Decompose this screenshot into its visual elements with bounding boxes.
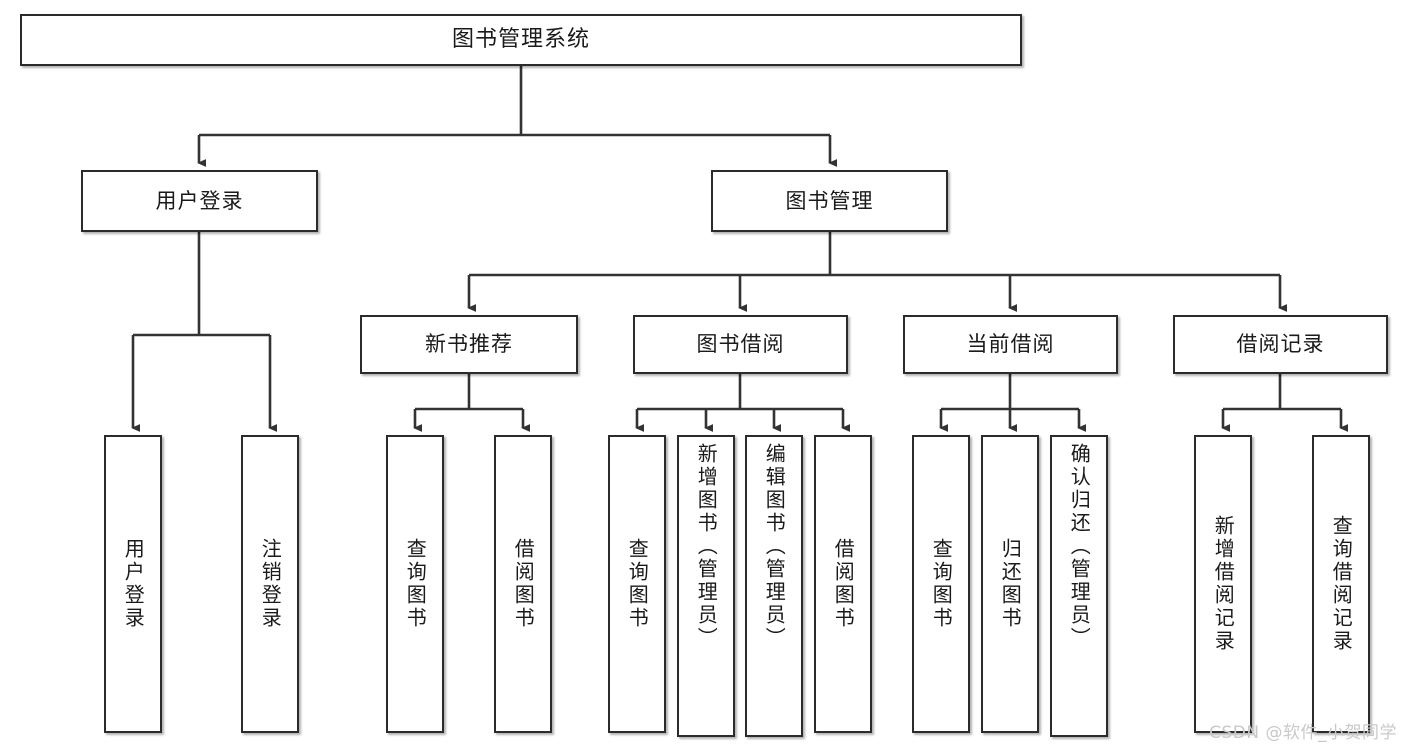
node-borrow-record[interactable]: 借阅记录 — [1173, 315, 1388, 374]
node-leaf-add-borrow-record-label: 新增借阅记录 — [1211, 515, 1236, 653]
node-leaf-logout[interactable]: 注销登录 — [241, 435, 299, 733]
node-user-login[interactable]: 用户登录 — [81, 170, 318, 232]
node-leaf-query-book-1-label: 查询图书 — [403, 538, 428, 630]
node-leaf-query-book-2[interactable]: 查询图书 — [608, 435, 666, 733]
node-leaf-borrow-book-1-label: 借阅图书 — [511, 538, 536, 630]
node-book-manage[interactable]: 图书管理 — [711, 170, 948, 232]
node-leaf-query-book-3-label: 查询图书 — [929, 538, 954, 630]
csdn-watermark: CSDN @软件_小贺同学 — [1209, 723, 1397, 743]
node-leaf-borrow-book-2-label: 借阅图书 — [831, 538, 856, 630]
node-leaf-add-borrow-record[interactable]: 新增借阅记录 — [1194, 435, 1252, 733]
node-new-book-recommend-label: 新书推荐 — [425, 332, 513, 356]
node-leaf-borrow-book-2[interactable]: 借阅图书 — [814, 435, 872, 733]
node-book-manage-label: 图书管理 — [785, 188, 874, 213]
node-book-borrow-label: 图书借阅 — [696, 332, 785, 356]
node-leaf-user-login[interactable]: 用户登录 — [104, 435, 162, 733]
node-leaf-add-book-admin-label: 新增图书（管理员） — [694, 443, 719, 650]
node-leaf-query-book-1[interactable]: 查询图书 — [386, 435, 444, 733]
node-leaf-query-book-2-label: 查询图书 — [625, 538, 650, 630]
node-leaf-borrow-book-1[interactable]: 借阅图书 — [494, 435, 552, 733]
node-leaf-return-book-label: 归还图书 — [998, 538, 1023, 630]
node-leaf-edit-book-admin[interactable]: 编辑图书（管理员） — [745, 435, 803, 737]
node-leaf-confirm-return-admin-label: 确认归还（管理员） — [1067, 443, 1092, 650]
node-leaf-confirm-return-admin[interactable]: 确认归还（管理员） — [1050, 435, 1108, 737]
node-borrow-record-label: 借阅记录 — [1236, 332, 1325, 356]
node-leaf-add-book-admin[interactable]: 新增图书（管理员） — [677, 435, 735, 737]
node-leaf-return-book[interactable]: 归还图书 — [981, 435, 1039, 733]
node-leaf-query-borrow-record[interactable]: 查询借阅记录 — [1312, 435, 1370, 733]
node-leaf-query-borrow-record-label: 查询借阅记录 — [1329, 515, 1354, 653]
node-current-borrow-label: 当前借阅 — [966, 332, 1055, 356]
node-root-label: 图书管理系统 — [451, 27, 590, 52]
node-user-login-label: 用户登录 — [155, 188, 244, 213]
node-leaf-edit-book-admin-label: 编辑图书（管理员） — [762, 443, 787, 650]
node-leaf-logout-label: 注销登录 — [258, 538, 283, 630]
node-leaf-user-login-label: 用户登录 — [121, 538, 146, 630]
node-current-borrow[interactable]: 当前借阅 — [903, 315, 1118, 374]
node-new-book-recommend[interactable]: 新书推荐 — [360, 315, 578, 374]
node-leaf-query-book-3[interactable]: 查询图书 — [912, 435, 970, 733]
node-root[interactable]: 图书管理系统 — [20, 14, 1022, 66]
node-book-borrow[interactable]: 图书借阅 — [633, 315, 848, 374]
